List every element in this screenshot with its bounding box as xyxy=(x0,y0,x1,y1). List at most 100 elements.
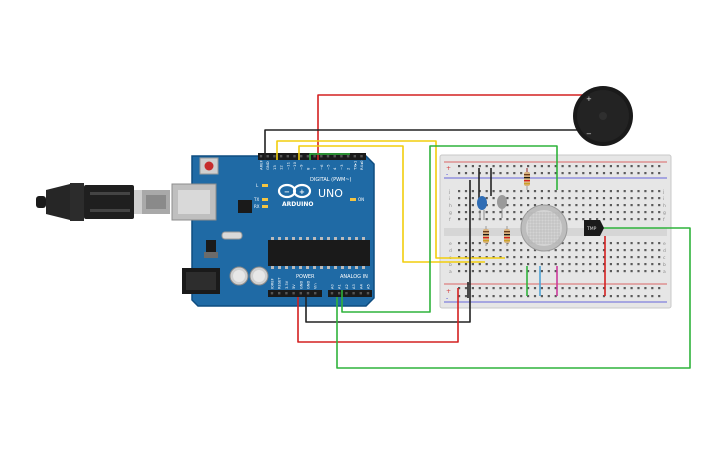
brand-label: ARDUINO xyxy=(282,201,313,208)
led-on-label: ON xyxy=(358,197,364,202)
row-letter: e xyxy=(449,242,452,247)
row-letter: h xyxy=(449,203,452,209)
header-pin xyxy=(300,155,303,158)
analog-header xyxy=(328,290,372,297)
header-pin xyxy=(346,155,350,158)
rail-minus-top: - xyxy=(446,171,448,178)
components: TMP xyxy=(477,168,604,252)
header-pin xyxy=(278,292,281,295)
header-pin xyxy=(266,155,269,158)
pin-label: ~5 xyxy=(326,164,331,170)
wire-red-buzzer xyxy=(317,94,596,160)
wires xyxy=(264,94,691,369)
pin-label: IOREF xyxy=(271,278,275,289)
header-pin xyxy=(285,292,288,295)
led-blue xyxy=(477,196,487,220)
pin-label: RX◂0 xyxy=(359,160,364,170)
pin-label: A0 xyxy=(331,284,335,289)
header-pin xyxy=(292,292,295,295)
resistor xyxy=(483,226,489,246)
resistor xyxy=(524,168,530,190)
header-pin xyxy=(259,155,263,158)
wire-green-tmp xyxy=(336,227,691,369)
header-pin xyxy=(366,292,370,295)
tmp-label: TMP xyxy=(586,226,597,232)
header-pin xyxy=(345,292,348,295)
header-pin xyxy=(299,292,302,295)
row-letter: i xyxy=(663,196,664,202)
row-letter: i xyxy=(449,196,450,202)
row-letter: c xyxy=(663,256,666,261)
header-pin xyxy=(326,155,330,158)
pin-label: GND xyxy=(265,161,270,170)
header-pin xyxy=(273,155,276,158)
header-pin xyxy=(320,155,323,158)
pin-label: 7 xyxy=(312,167,317,170)
header-pin xyxy=(352,292,355,295)
pin-label: ~9 xyxy=(299,164,304,170)
usb-chip xyxy=(238,200,252,213)
pin-label: ~10 xyxy=(292,161,297,170)
wire-green-top-short xyxy=(309,153,350,160)
usb-cable xyxy=(36,183,170,221)
led-tx-label: TX xyxy=(253,197,259,202)
resistor xyxy=(504,226,510,246)
regulator xyxy=(206,240,216,252)
digital-header-label: DIGITAL (PWM~) xyxy=(310,177,352,183)
svg-text:+: + xyxy=(299,188,305,196)
header-pin xyxy=(333,155,336,158)
header-pin xyxy=(359,292,362,295)
pin-label: 2 xyxy=(346,167,351,170)
pin-label: A3 xyxy=(352,284,356,289)
wire-yellow-1 xyxy=(276,140,505,259)
pin-label: ~3 xyxy=(339,164,344,170)
power-header-label: POWER xyxy=(296,274,315,280)
header-pin xyxy=(313,155,316,158)
header-pin xyxy=(279,155,283,158)
pin-label: A2 xyxy=(345,284,349,289)
header-pin xyxy=(306,292,310,295)
rail-plus-top: + xyxy=(446,165,451,172)
rail-minus-bottom: - xyxy=(446,295,448,302)
row-letter: b xyxy=(663,262,666,268)
wire-black-gnd xyxy=(305,180,471,323)
buzzer-minus-label: − xyxy=(586,130,592,138)
power-header xyxy=(268,290,322,297)
temperature-sensor: TMP xyxy=(584,220,604,236)
row-letter: f xyxy=(663,217,665,223)
digital-header xyxy=(258,153,366,160)
wire-red-5v xyxy=(297,288,459,343)
header-pin xyxy=(340,155,343,158)
pin-label: 8 xyxy=(305,167,310,170)
pin-label: GND xyxy=(307,281,311,289)
wire-black-buzzer xyxy=(264,129,596,160)
led-l-label: L xyxy=(256,183,259,188)
header-pin xyxy=(293,155,296,158)
row-letter: h xyxy=(663,203,666,209)
row-letter: g xyxy=(449,211,452,216)
atmega-chip xyxy=(268,240,370,266)
header-pin xyxy=(270,292,274,295)
svg-text:−: − xyxy=(284,188,290,196)
pin-label: Vin xyxy=(314,283,318,289)
row-letter: a xyxy=(449,270,452,275)
pin-label: A5 xyxy=(367,284,371,289)
header-pin xyxy=(286,155,289,158)
row-letter: a xyxy=(663,270,666,275)
pin-label: AREF xyxy=(259,160,264,170)
header-pin xyxy=(314,292,317,295)
pin-label: A4 xyxy=(359,284,363,289)
pin-label: RESET xyxy=(278,277,282,289)
row-letter: e xyxy=(663,242,666,247)
wire-green-sensor xyxy=(341,145,558,313)
row-letter: b xyxy=(449,262,452,268)
header-pin xyxy=(360,155,363,158)
rail-plus-bottom: + xyxy=(446,288,451,295)
analog-header-label: ANALOG IN xyxy=(340,274,368,280)
row-letter: j xyxy=(448,189,450,195)
buzzer-plus-label: + xyxy=(586,95,592,103)
arduino-logo: − + xyxy=(277,183,312,199)
pin-label: 13 xyxy=(272,165,277,170)
